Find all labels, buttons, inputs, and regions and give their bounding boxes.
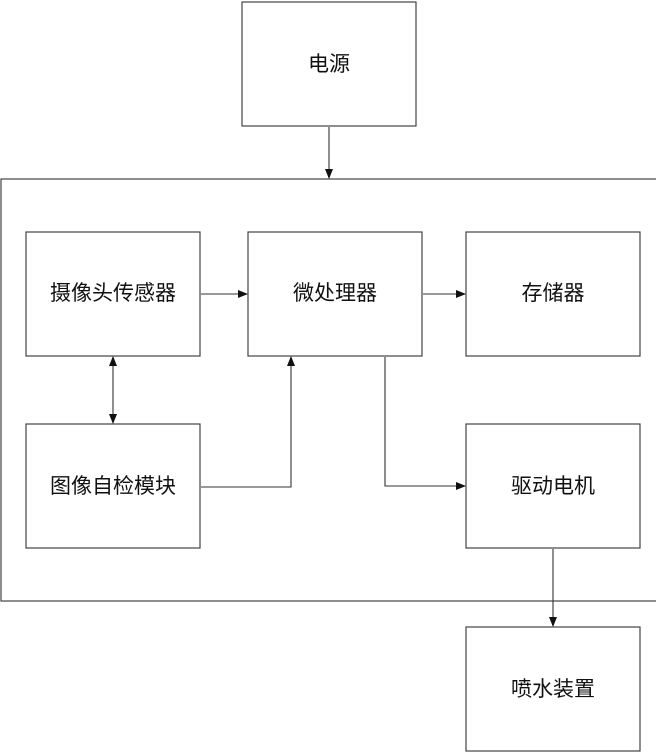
arrow-microprocessor-to-motor <box>384 357 466 490</box>
arrow-selftest-to-microprocessor <box>201 356 295 488</box>
water-spray-block: 喷水装置 <box>465 626 641 752</box>
memory-label: 存储器 <box>522 281 585 305</box>
camera-sensor-block: 摄像头传感器 <box>25 231 201 357</box>
system-container <box>0 178 656 602</box>
microprocessor-label: 微处理器 <box>293 281 377 305</box>
drive-motor-label: 驱动电机 <box>511 474 595 498</box>
image-self-test-label: 图像自检模块 <box>50 474 176 498</box>
memory-block: 存储器 <box>465 231 641 357</box>
microprocessor-block: 微处理器 <box>247 231 423 357</box>
image-self-test-block: 图像自检模块 <box>25 423 201 549</box>
drive-motor-block: 驱动电机 <box>465 423 641 549</box>
camera-sensor-label: 摄像头传感器 <box>50 281 176 305</box>
power-supply-block: 电源 <box>241 1 417 127</box>
water-spray-label: 喷水装置 <box>511 677 595 701</box>
power-supply-label: 电源 <box>308 52 350 76</box>
